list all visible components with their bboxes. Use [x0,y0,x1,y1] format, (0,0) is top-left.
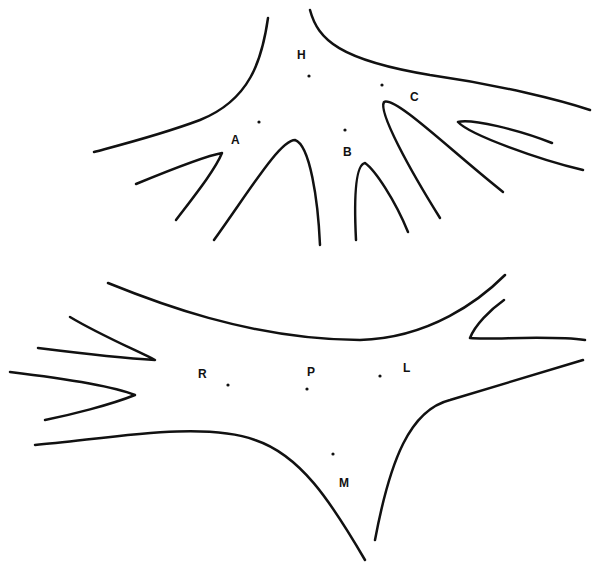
point-dot [305,387,308,390]
point-dot [257,120,260,123]
point-dot [331,452,334,455]
outline-finger [383,102,503,218]
outline-finger [458,121,583,170]
point-label: M [339,477,349,489]
point-dot [343,128,346,131]
outline-finger [38,317,155,360]
point-label: A [231,134,240,146]
point-dot [226,383,229,386]
outline-finger [470,300,585,340]
point-dot [378,374,381,377]
outline-curve [35,431,365,560]
outline-finger [214,140,320,245]
point-label: L [403,362,410,374]
point-label: C [410,91,419,103]
outline-curve [108,275,505,340]
point-label: H [297,49,306,61]
outline-finger [10,372,135,420]
point-label: B [343,146,352,158]
point-dot [380,83,383,86]
point-label: R [198,368,207,380]
outline-curve [94,18,268,152]
outline-finger [136,153,222,220]
outline-finger [355,163,408,240]
point-dot [307,74,310,77]
point-label: P [307,366,315,378]
outline-curve [310,10,590,110]
outline-curve [375,360,583,540]
